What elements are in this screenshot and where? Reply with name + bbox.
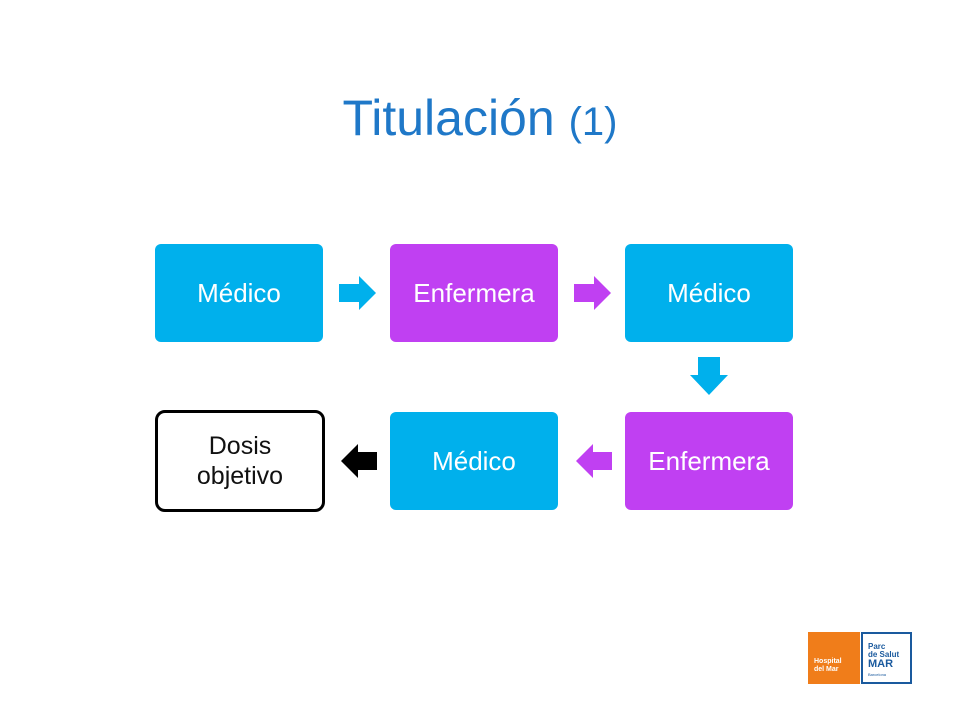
title-suffix: (1) [568,100,618,144]
title-text: Titulación [342,90,555,146]
right-arrow-icon [574,276,611,310]
flow-node-label: Enfermera [648,446,770,476]
flow-node-label: Dosis objetivo [196,432,284,490]
right-arrow-icon [339,276,376,310]
down-arrow-icon [690,357,728,395]
hospital-del-mar-logo: Hospital del Mar [808,632,860,684]
flow-node-dosis-objetivo: Dosis objetivo [155,410,325,512]
left-arrow-icon [341,444,377,478]
flow-node-medico-3: Médico [390,412,558,510]
flow-node-enfermera-1: Enfermera [390,244,558,342]
flow-node-label: Médico [197,278,281,308]
flow-node-medico-1: Médico [155,244,323,342]
logos: Hospital del Mar Parc de Salut MAR Barce… [808,632,912,684]
flow-node-medico-2: Médico [625,244,793,342]
flow-node-label: Médico [432,446,516,476]
flow-node-label: Enfermera [413,278,535,308]
parc-de-salut-mar-logo: Parc de Salut MAR Barcelona [861,632,912,684]
flow-node-enfermera-2: Enfermera [625,412,793,510]
slide-title: Titulación (1) [0,88,960,152]
left-arrow-icon [576,444,612,478]
flow-node-label: Médico [667,278,751,308]
